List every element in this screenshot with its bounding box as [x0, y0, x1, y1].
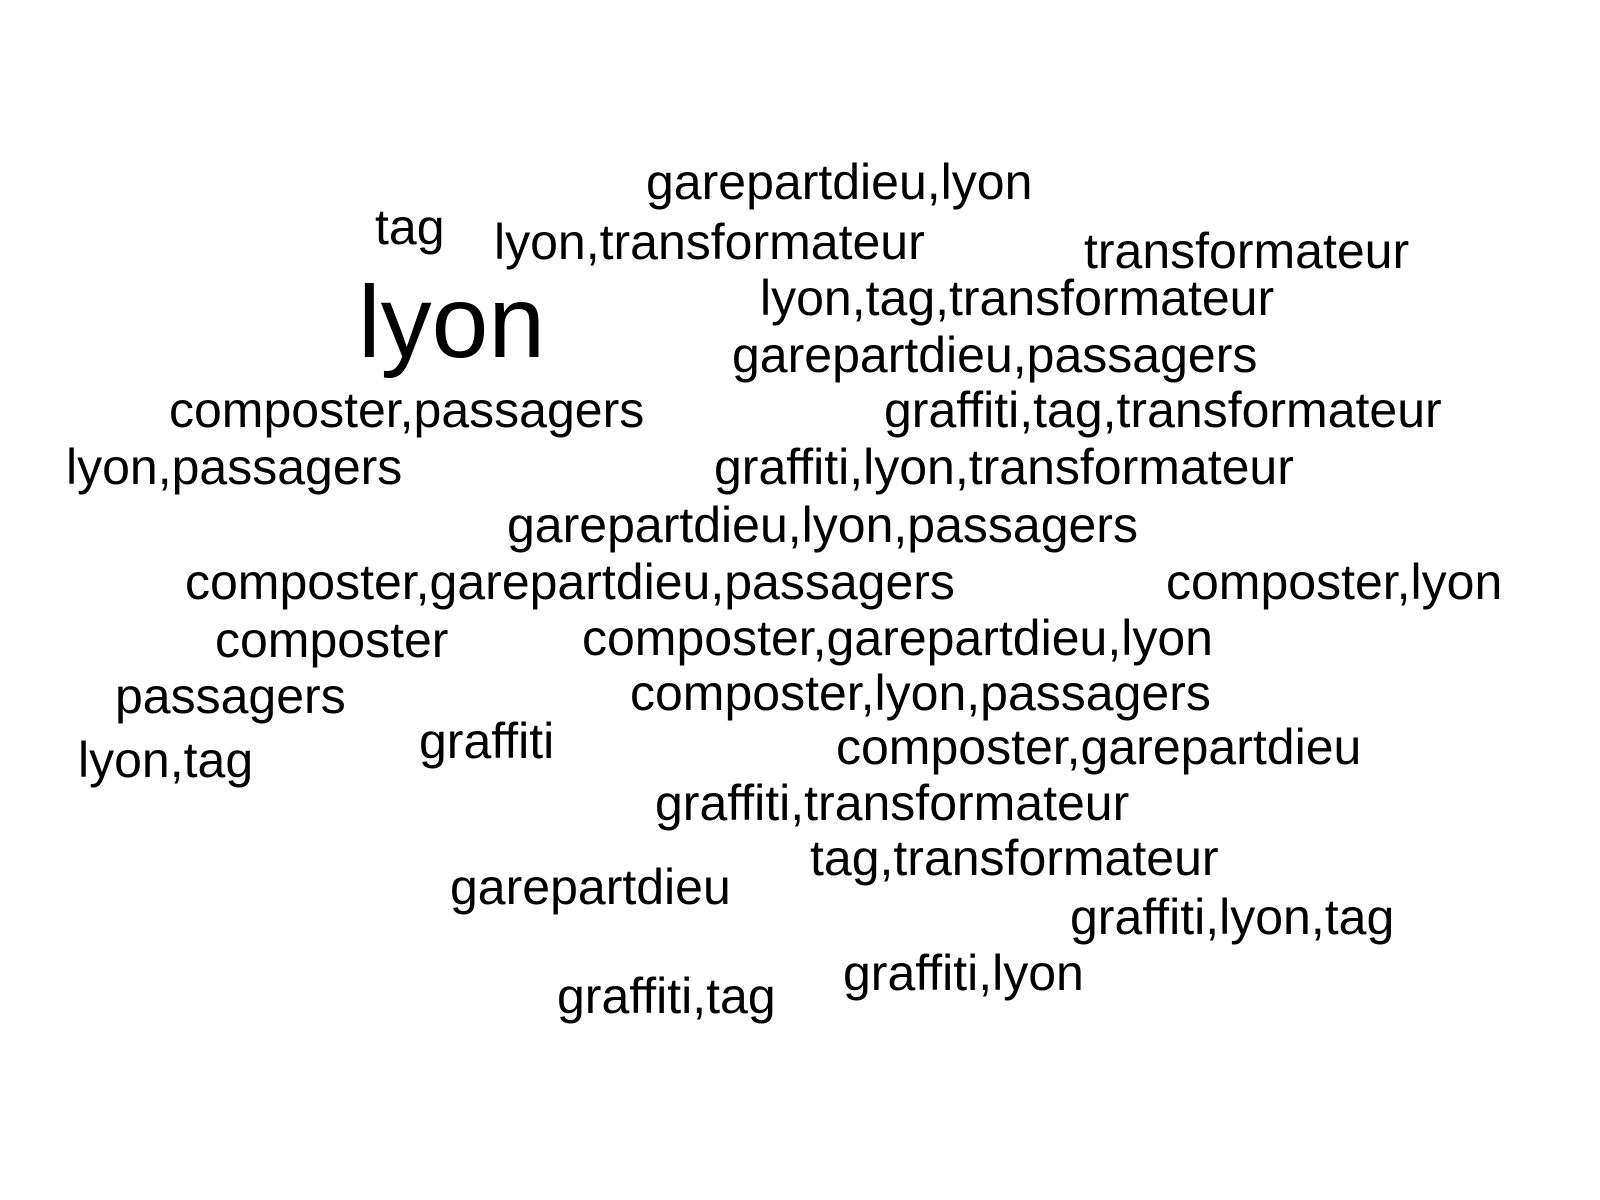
word-garepartdieu-passagers: garepartdieu,passagers — [732, 327, 1258, 383]
word-composter: composter — [215, 612, 449, 668]
word-composter-garepartdieu-passagers: composter,garepartdieu,passagers — [185, 554, 955, 610]
word-garepartdieu: garepartdieu — [450, 859, 731, 915]
word-garepartdieu-lyon: garepartdieu,lyon — [646, 154, 1033, 210]
word-composter-garepartdieu-lyon: composter,garepartdieu,lyon — [582, 610, 1213, 666]
word-graffiti: graffiti — [419, 713, 555, 769]
word-graffiti-tag-transformateur: graffiti,tag,transformateur — [884, 382, 1442, 438]
word-composter-lyon: composter,lyon — [1166, 554, 1503, 610]
word-tag-transformateur: tag,transformateur — [810, 830, 1219, 886]
word-tag: tag — [375, 199, 445, 255]
word-composter-passagers: composter,passagers — [169, 382, 645, 438]
word-lyon-passagers: lyon,passagers — [66, 439, 403, 495]
word-transformateur: transformateur — [1084, 223, 1410, 279]
word-lyon-transformateur: lyon,transformateur — [494, 214, 925, 270]
word-graffiti-tag: graffiti,tag — [557, 968, 776, 1024]
word-lyon: lyon — [358, 265, 546, 379]
word-graffiti-lyon-tag: graffiti,lyon,tag — [1070, 889, 1395, 945]
word-lyon-tag: lyon,tag — [78, 732, 254, 788]
word-composter-garepartdieu: composter,garepartdieu — [836, 719, 1362, 775]
word-composter-lyon-passagers: composter,lyon,passagers — [630, 665, 1211, 721]
word-garepartdieu-lyon-passagers: garepartdieu,lyon,passagers — [507, 497, 1138, 553]
word-passagers: passagers — [115, 668, 346, 724]
word-graffiti-transformateur: graffiti,transformateur — [655, 775, 1130, 831]
word-graffiti-lyon-transformateur: graffiti,lyon,transformateur — [714, 439, 1294, 495]
word-graffiti-lyon: graffiti,lyon — [843, 945, 1084, 1001]
word-lyon-tag-transformateur: lyon,tag,transformateur — [760, 270, 1275, 326]
